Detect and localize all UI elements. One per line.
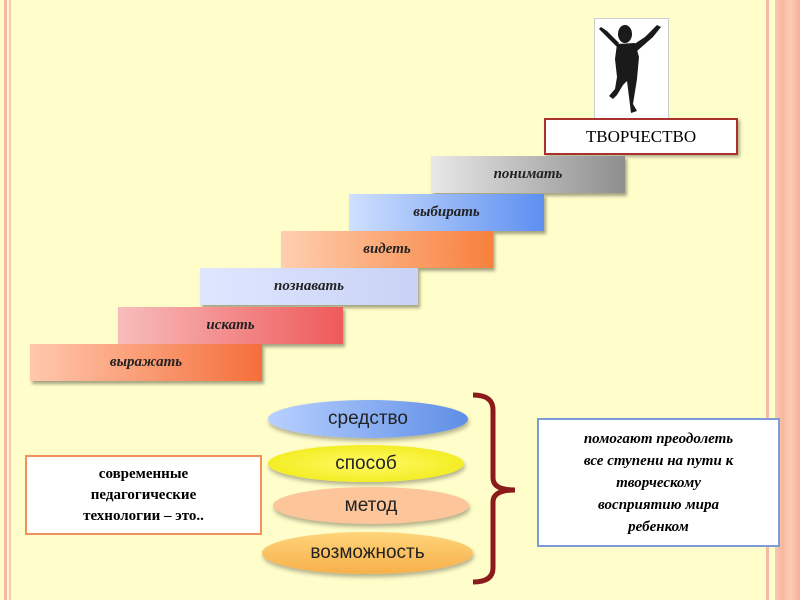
step-label: выражать [109,354,183,370]
step-understand: понимать [431,156,625,193]
step-express: выражать [30,344,262,381]
oval-label: метод [344,494,398,516]
step-label: искать [206,317,255,333]
oval-label: способ [335,452,397,474]
oval-way: способ [268,445,464,482]
oval-label: средство [328,408,408,429]
right-brace [472,392,516,585]
top-step-label: ТВОРЧЕСТВО [585,126,697,146]
right-result-box: помогают преодолеть все ступени на пути … [537,418,780,547]
left-border-stripe [9,0,11,600]
step-choose: выбирать [349,194,544,231]
step-label: выбирать [413,204,480,220]
oval-label: возможность [310,542,425,563]
text-line: современные [98,465,189,482]
step-seek: искать [118,307,343,344]
oval-method: метод [273,487,469,524]
left-border-stripe [4,0,7,600]
top-step-creativity: ТВОРЧЕСТВО [544,118,738,155]
oval-opportunity: возможность [262,532,473,574]
left-definition-box: современные педагогические технологии – … [25,455,262,535]
text-line: ребенком [628,518,689,535]
text-line: помогают преодолеть [583,430,734,447]
step-label: познавать [274,278,344,294]
step-label: видеть [363,241,411,257]
child-silhouette-icon [594,18,669,119]
oval-means: средство [268,400,468,438]
text-line: все ступени на пути к [583,452,734,469]
right-border-stripe [766,0,769,600]
step-see: видеть [281,231,493,268]
step-label: понимать [493,166,563,182]
text-line: технологии – это.. [83,507,204,524]
text-line: творческому [616,474,701,491]
text-line: восприятию мира [598,496,719,513]
text-line: педагогические [90,486,197,503]
step-cognize: познавать [200,268,418,305]
